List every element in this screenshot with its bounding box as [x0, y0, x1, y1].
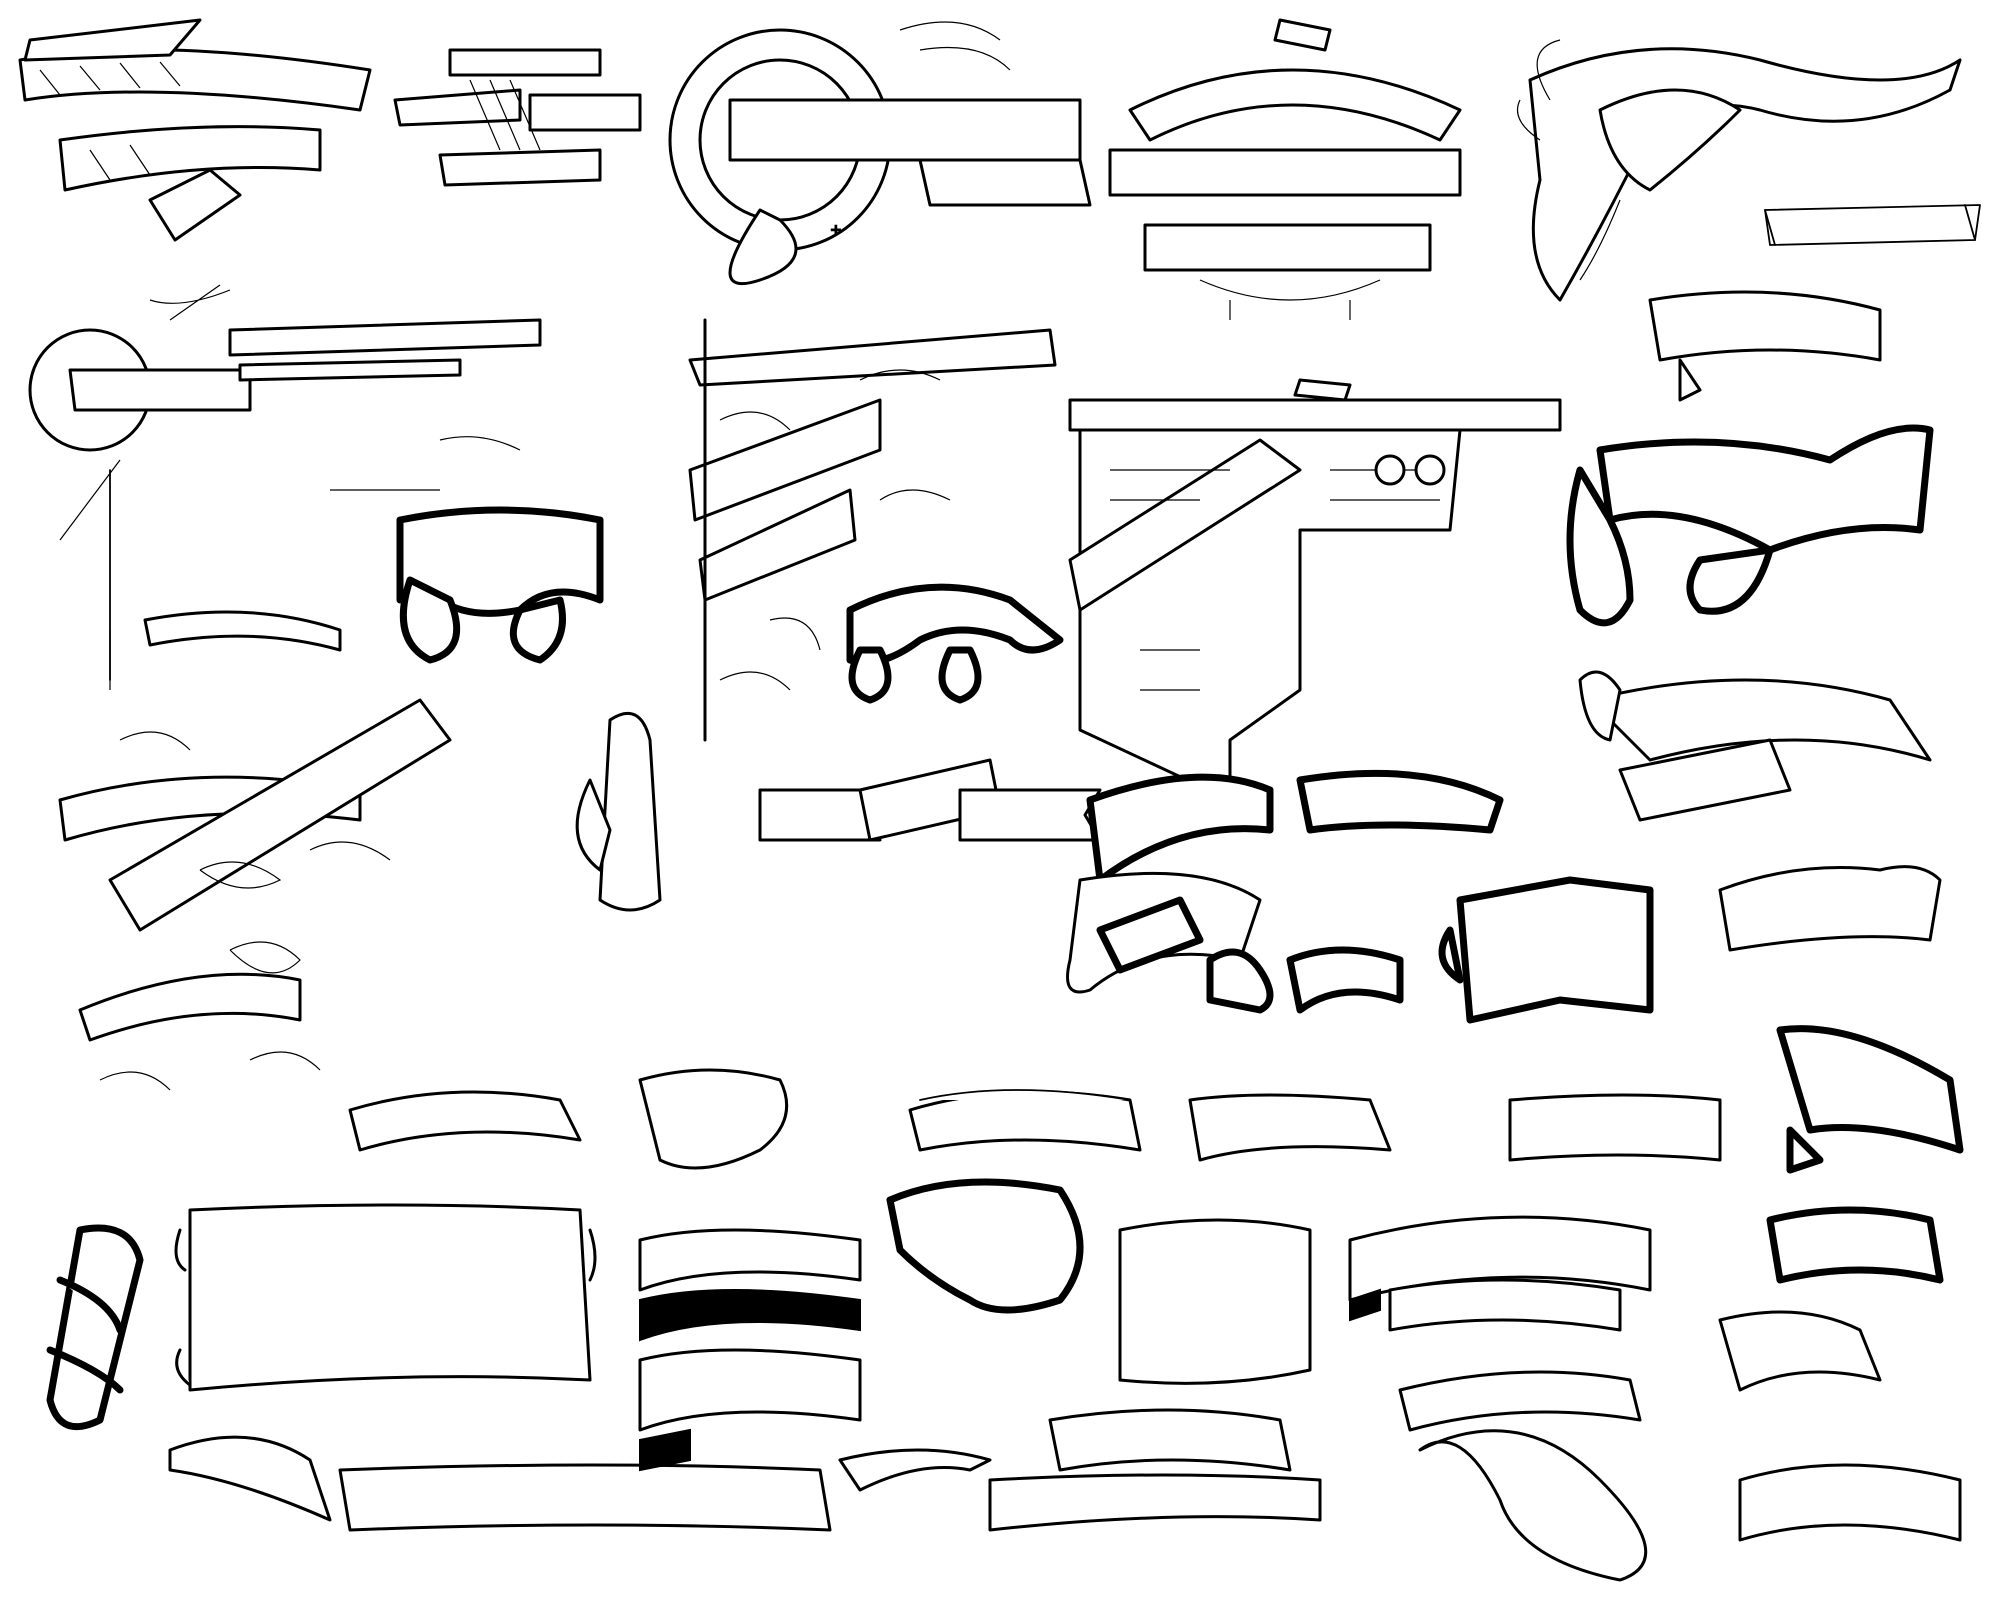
flag-scroll — [1086, 769, 1504, 884]
two-tone-wave-ribbon — [638, 1228, 862, 1472]
arched-double-banner — [1108, 18, 1462, 320]
spiral-column-ribbon — [46, 1224, 144, 1431]
curled-end-scroll — [1566, 290, 1934, 627]
arched-stack-ribbon — [988, 1278, 1642, 1532]
simple-arch-ribbon — [1738, 1206, 1962, 1542]
wreath-ring-banner: ✚ — [668, 21, 1092, 286]
wheat-corner-banner — [28, 284, 542, 690]
wavy-large-scroll — [1578, 670, 1932, 822]
blossom-diagonal-banner — [58, 698, 452, 1091]
acanthus-corner-scroll — [1516, 39, 1981, 302]
tall-flag-scroll — [1718, 865, 1964, 1174]
floral-corner-banner — [688, 318, 1057, 742]
long-wave-ribbon — [348, 1068, 1722, 1170]
zigzag-ribbon — [393, 48, 642, 187]
wide-tail-banner — [168, 1203, 992, 1532]
s-loop-scroll — [396, 506, 604, 664]
infinity-ribbon — [1418, 1310, 1882, 1582]
folded-loop-ribbon — [1206, 876, 1654, 1024]
chevron-double-ribbon — [758, 758, 1102, 842]
crossed-ribbon-pair — [18, 18, 372, 242]
gothic-corner-banner — [1068, 378, 1562, 802]
vertical-twist-ribbon — [575, 711, 662, 912]
twin-curl-ribbon — [143, 583, 1064, 704]
paper-sheet-scroll — [886, 1178, 1652, 1385]
plaque-scroll — [1066, 871, 1262, 994]
svg-text:✚: ✚ — [830, 223, 842, 239]
